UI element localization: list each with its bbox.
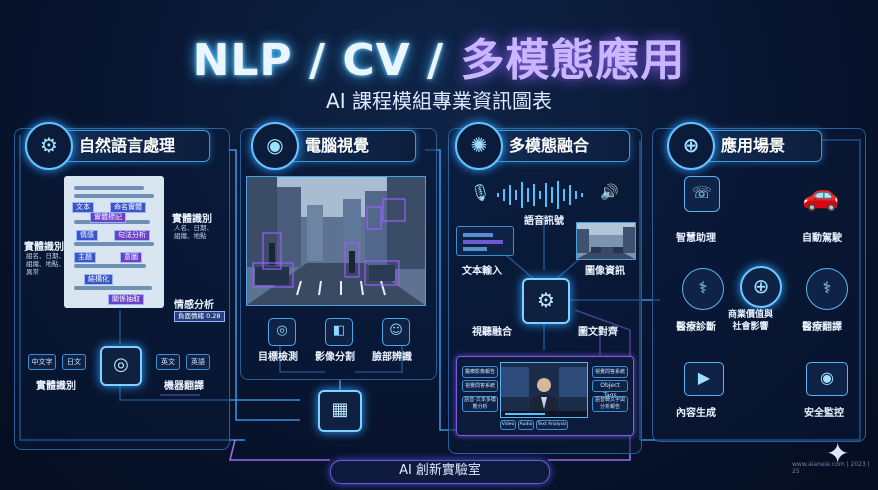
app-security-monitoring: 安全監控	[804, 408, 844, 419]
video-bottom-tag: Video	[500, 420, 516, 430]
app-medical-diagnosis: 醫療診斷	[676, 322, 716, 333]
fusion-icon: ✺	[455, 122, 503, 170]
nlp-tag: 結構化	[84, 274, 113, 285]
cv-title: 電腦視覺	[305, 136, 370, 155]
globe-icon: ⊕	[740, 266, 782, 308]
video-right-tag: Object Tags	[592, 380, 628, 399]
text-input-graphic	[456, 226, 514, 256]
street-scene-image	[246, 176, 426, 306]
video-bottom-tag: Text Analysis	[536, 420, 568, 430]
nlp-tag: 意圖	[120, 252, 142, 263]
voice-waveform	[497, 181, 583, 209]
doctor-icon: ⚕	[682, 268, 724, 310]
app-medical-translation: 醫療翻譯	[802, 322, 842, 333]
nlp-tag: 句法分析	[114, 230, 150, 241]
video-bottom-tag: Audio	[518, 420, 534, 430]
network-globe-icon: ⊕	[667, 122, 715, 170]
image-info-thumbnail	[576, 222, 636, 260]
nlp-header: ⚙ 自然語言處理	[25, 122, 210, 170]
applications-title: 應用場景	[721, 136, 786, 155]
entity-right-desc: 人名、日期、 組織、地點	[174, 224, 213, 240]
object-detection-icon: ◎	[268, 318, 296, 346]
footer-credit: www.aianeie.com | 2023 | 25	[792, 461, 870, 475]
segmentation-icon: ◧	[325, 318, 353, 346]
cv-header: ◉ 電腦視覺	[251, 122, 416, 170]
security-camera-icon: ◉	[806, 362, 848, 396]
cv-label-segmentation: 影像分割	[315, 352, 355, 363]
sparkle-icon: ✦	[826, 437, 850, 470]
document-graphic: 文本 命名實體 實體標記 情感 句法分析 主題 意圖 結構化 關係抽取	[64, 176, 164, 308]
app-smart-assistant: 智慧助理	[676, 233, 716, 244]
nlp-tag: 主題	[74, 252, 96, 263]
microphone-icon: 🎙	[470, 183, 491, 202]
nlp-processor-chip: ◎	[100, 346, 142, 386]
video-left-tag: 醫療影像報告	[462, 366, 498, 378]
news-anchor-video	[500, 362, 588, 418]
page-subtitle: AI 課程模組專業資訊圖表	[326, 89, 552, 113]
voice-signal-label: 語音訊號	[524, 216, 564, 227]
title-chinese: 多模態應用	[460, 35, 686, 86]
sentiment-title: 情感分析	[174, 300, 214, 311]
video-left-tag: 語音-文本多模態分析	[462, 396, 498, 412]
app-content-generation: 內容生成	[676, 408, 716, 419]
multimodal-processor-chip: ⚙	[522, 278, 570, 324]
nlp-tag: 關係抽取	[108, 294, 144, 305]
app-business-value: 商業價值與 社會影響	[728, 310, 774, 332]
label-machine-translation: 機器翻譯	[164, 381, 204, 392]
cv-label-face: 臉部辨識	[372, 352, 412, 363]
image-info-label: 圖像資訊	[585, 266, 625, 277]
face-recognition-icon: ☺	[382, 318, 410, 346]
label-entity-recognition: 實體識別	[36, 381, 76, 392]
entity-left-desc: 組名、日期、 組織、地點、 異常	[26, 252, 65, 276]
lang-box-japanese: 日文	[62, 354, 86, 370]
nlp-tag: 文本	[72, 202, 94, 213]
camera-icon: ◉	[251, 122, 299, 170]
content-generation-icon: ▶	[684, 362, 724, 396]
nlp-tag: 情感	[76, 230, 98, 241]
central-processor-chip: ▦	[318, 390, 362, 432]
lang-box-english-2: 英語	[186, 354, 210, 370]
page-title: NLP / CV / 多模態應用	[0, 24, 878, 88]
video-left-tag: 視覺問答系統	[462, 380, 498, 392]
lang-box-english: 英文	[156, 354, 180, 370]
av-fusion-label: 視聽融合	[472, 327, 512, 338]
smart-assistant-icon: ☏	[684, 176, 720, 212]
multimodal-header: ✺ 多模態融合	[455, 122, 630, 170]
text-input-label: 文本輸入	[462, 266, 502, 277]
footer-lab-label: AI 創新實驗室	[330, 460, 550, 484]
multimodal-title: 多模態融合	[509, 136, 590, 155]
nlp-tag: 命名實體	[110, 202, 146, 213]
title-latin: NLP / CV /	[192, 35, 461, 86]
medical-translation-icon: ⚕	[806, 268, 848, 310]
app-autonomous-driving: 自動駕駛	[802, 233, 842, 244]
entity-right-title: 實體識別	[172, 214, 212, 225]
video-right-tag: 視覺問答系統	[592, 366, 628, 378]
nlp-tag: 實體標記	[90, 212, 126, 223]
lang-box-chinese: 中文字	[28, 354, 56, 370]
speaker-icon: 🔊	[600, 183, 619, 201]
image-text-align-label: 圖文對齊	[578, 327, 618, 338]
brain-icon: ⚙	[25, 122, 73, 170]
applications-header: ⊕ 應用場景	[667, 122, 822, 170]
car-icon: 🚗	[802, 178, 840, 213]
entity-left-title: 實體識別	[24, 242, 64, 253]
sentiment-badge: 負面情緒 0.28	[174, 311, 225, 322]
nlp-title: 自然語言處理	[79, 136, 176, 155]
video-right-tag: 語音轉文字與分析報告	[592, 396, 628, 412]
cv-label-detection: 目標檢測	[258, 352, 298, 363]
